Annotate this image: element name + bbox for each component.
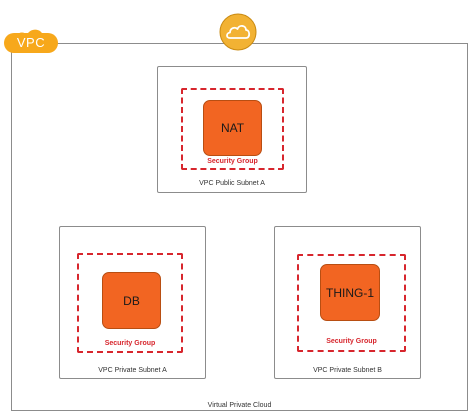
security-group-label: Security Group (326, 338, 377, 345)
cloud-icon (219, 13, 257, 51)
instance-label: DB (123, 293, 140, 308)
instance-label: NAT (220, 121, 245, 135)
instance-nat[interactable]: NAT (203, 100, 262, 156)
cloud-icon (9, 29, 51, 52)
instance-db[interactable]: DB (102, 272, 161, 329)
subnet-label: VPC Private Subnet B (313, 367, 382, 374)
security-group-thing: THING-1 Security Group (297, 254, 406, 352)
security-group-nat: NAT Security Group (181, 88, 284, 170)
security-group-label: Security Group (104, 340, 156, 347)
security-group-label: Security Group (207, 158, 258, 165)
instance-thing-1[interactable]: THING-1 (320, 264, 380, 321)
subnet-private-b: THING-1 Security Group VPC Private Subne… (274, 226, 421, 379)
subnet-public-a: NAT Security Group VPC Public Subnet A (157, 66, 307, 193)
subnet-private-a: DB Security Group VPC Private Subnet A (59, 226, 206, 379)
subnet-label: VPC Public Subnet A (199, 180, 265, 187)
vpc-caption: Virtual Private Cloud (207, 402, 272, 409)
vpc-badge-label: VPC (16, 35, 46, 50)
instance-label: THING-1 (326, 285, 374, 300)
subnet-label: VPC Private Subnet A (98, 367, 167, 374)
security-group-db: DB Security Group (77, 253, 183, 353)
